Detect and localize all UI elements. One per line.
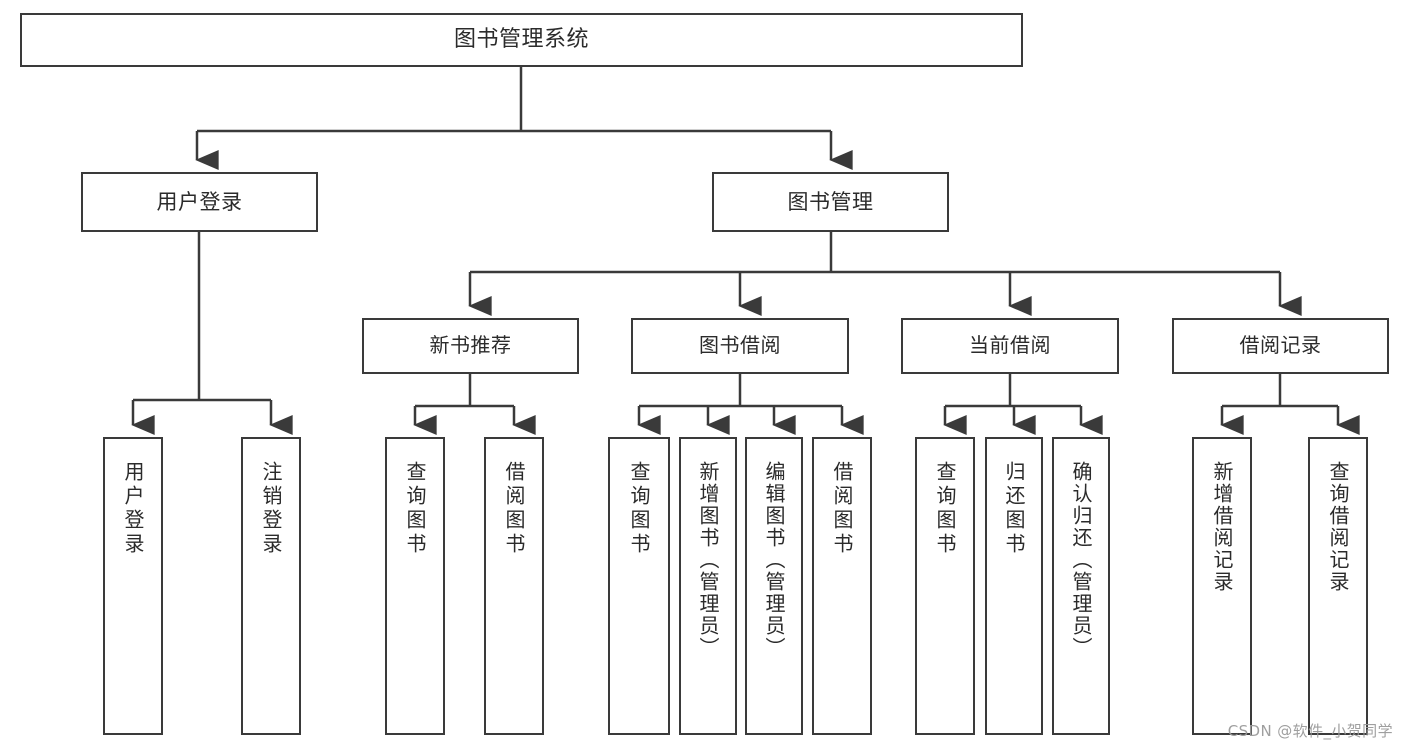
node-leaf-user-logout[interactable]: 注销登录 (241, 437, 301, 735)
node-label-leaf-user-login: 用户登录 (121, 461, 145, 557)
node-label-book-manage: 图书管理 (787, 189, 874, 214)
node-leaf-query-borrow-record[interactable]: 查询借阅记录 (1308, 437, 1368, 735)
node-label-leaf-query-book-rec: 查询图书 (403, 461, 427, 557)
node-label-leaf-add-book-admin: 新增图书（管理员） (696, 461, 720, 659)
node-label-root: 图书管理系统 (453, 26, 589, 52)
node-borrow-record[interactable]: 借阅记录 (1172, 318, 1389, 374)
node-leaf-query-book-rec[interactable]: 查询图书 (385, 437, 445, 735)
node-label-borrow-record: 借阅记录 (1239, 333, 1322, 358)
node-label-leaf-return-book: 归还图书 (1002, 461, 1026, 557)
node-leaf-add-borrow-record[interactable]: 新增借阅记录 (1192, 437, 1252, 735)
node-leaf-query-book-borrow[interactable]: 查询图书 (608, 437, 670, 735)
node-user-login[interactable]: 用户登录 (81, 172, 318, 232)
node-root-system[interactable]: 图书管理系统 (20, 13, 1023, 67)
node-label-new-book-recommend: 新书推荐 (429, 333, 512, 358)
node-label-leaf-add-borrow-record: 新增借阅记录 (1210, 461, 1234, 593)
node-leaf-edit-book-admin[interactable]: 编辑图书（管理员） (745, 437, 803, 735)
node-label-leaf-confirm-return-admin: 确认归还（管理员） (1069, 461, 1093, 659)
node-current-borrow[interactable]: 当前借阅 (901, 318, 1119, 374)
node-label-leaf-edit-book-admin: 编辑图书（管理员） (762, 461, 786, 659)
node-leaf-return-book[interactable]: 归还图书 (985, 437, 1043, 735)
node-label-leaf-borrow-book: 借阅图书 (830, 461, 854, 557)
node-label-current-borrow: 当前借阅 (969, 333, 1051, 358)
node-leaf-query-book-cur[interactable]: 查询图书 (915, 437, 975, 735)
node-label-leaf-query-book-cur: 查询图书 (933, 461, 957, 557)
node-label-book-borrow: 图书借阅 (699, 333, 781, 358)
node-label-leaf-query-book-borrow: 查询图书 (627, 461, 651, 557)
node-label-leaf-query-borrow-record: 查询借阅记录 (1326, 461, 1350, 593)
node-leaf-borrow-book[interactable]: 借阅图书 (812, 437, 872, 735)
node-label-user-login: 用户登录 (156, 189, 243, 214)
node-label-leaf-borrow-book-rec: 借阅图书 (502, 461, 526, 557)
node-leaf-confirm-return-admin[interactable]: 确认归还（管理员） (1052, 437, 1110, 735)
node-new-book-recommend[interactable]: 新书推荐 (362, 318, 579, 374)
node-leaf-add-book-admin[interactable]: 新增图书（管理员） (679, 437, 737, 735)
node-book-manage[interactable]: 图书管理 (712, 172, 949, 232)
csdn-watermark: CSDN @软件_小贺同学 (1227, 722, 1393, 740)
node-leaf-user-login[interactable]: 用户登录 (103, 437, 163, 735)
node-book-borrow[interactable]: 图书借阅 (631, 318, 849, 374)
node-label-leaf-user-logout: 注销登录 (259, 461, 283, 557)
node-leaf-borrow-book-rec[interactable]: 借阅图书 (484, 437, 544, 735)
